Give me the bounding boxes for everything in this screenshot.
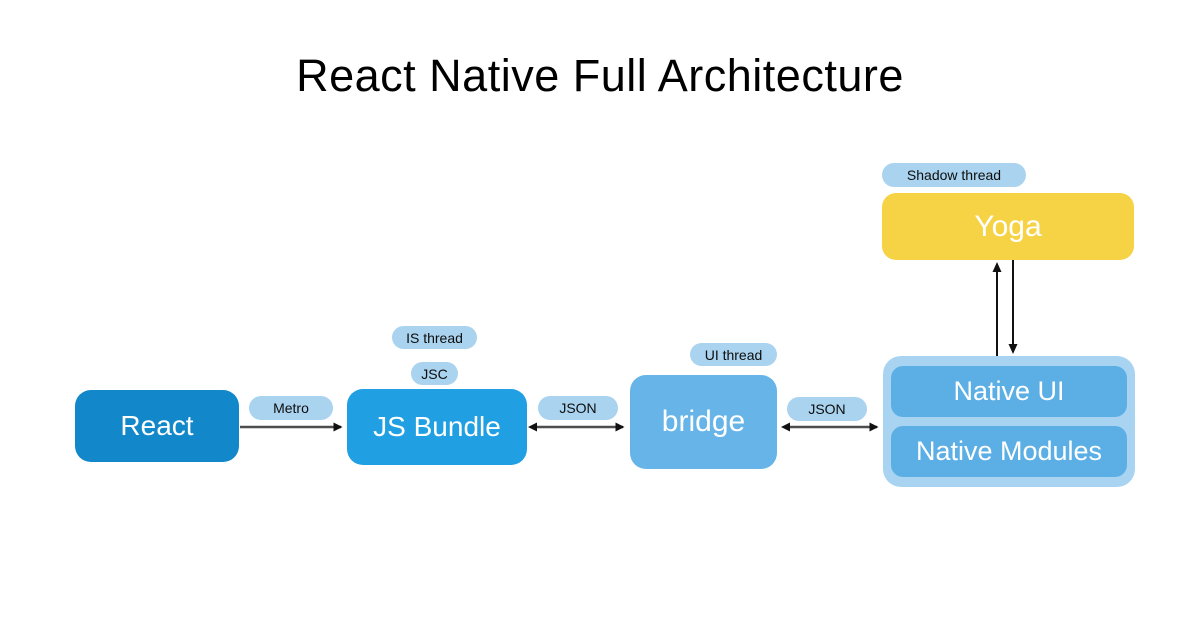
- react-node-label: React: [120, 410, 194, 441]
- native-modules-node: Native Modules: [891, 426, 1127, 477]
- arrow-bridge-native-bidirectional: [781, 422, 879, 432]
- arrow-native-to-yoga: [992, 262, 1002, 356]
- js-bundle-node: JS Bundle: [347, 389, 527, 465]
- native-modules-node-label: Native Modules: [915, 436, 1103, 466]
- json-left-label-pill: JSON: [538, 396, 618, 420]
- shadow-thread-label-pill: Shadow thread: [882, 163, 1026, 187]
- native-ui-node-label: Native UI: [953, 376, 1065, 406]
- diagram-title: React Native Full Architecture: [296, 50, 904, 101]
- arrow-yoga-to-native: [1008, 260, 1018, 354]
- native-side-container: Native UI Native Modules: [883, 356, 1135, 487]
- js-bundle-node-label: JS Bundle: [373, 411, 501, 442]
- metro-label-pill: Metro: [249, 396, 333, 420]
- bridge-node: bridge: [630, 375, 777, 469]
- native-ui-node: Native UI: [891, 366, 1127, 417]
- arrow-jsbundle-bridge-bidirectional: [528, 422, 625, 432]
- jsc-label-pill: JSC: [411, 362, 458, 385]
- is-thread-label-pill: IS thread: [392, 326, 477, 349]
- ui-thread-label-pill: UI thread: [690, 343, 777, 366]
- yoga-node: Yoga: [882, 193, 1134, 260]
- bridge-node-label: bridge: [661, 405, 746, 438]
- json-right-label-pill: JSON: [787, 397, 867, 421]
- react-node: React: [75, 390, 239, 462]
- yoga-node-label: Yoga: [974, 209, 1042, 243]
